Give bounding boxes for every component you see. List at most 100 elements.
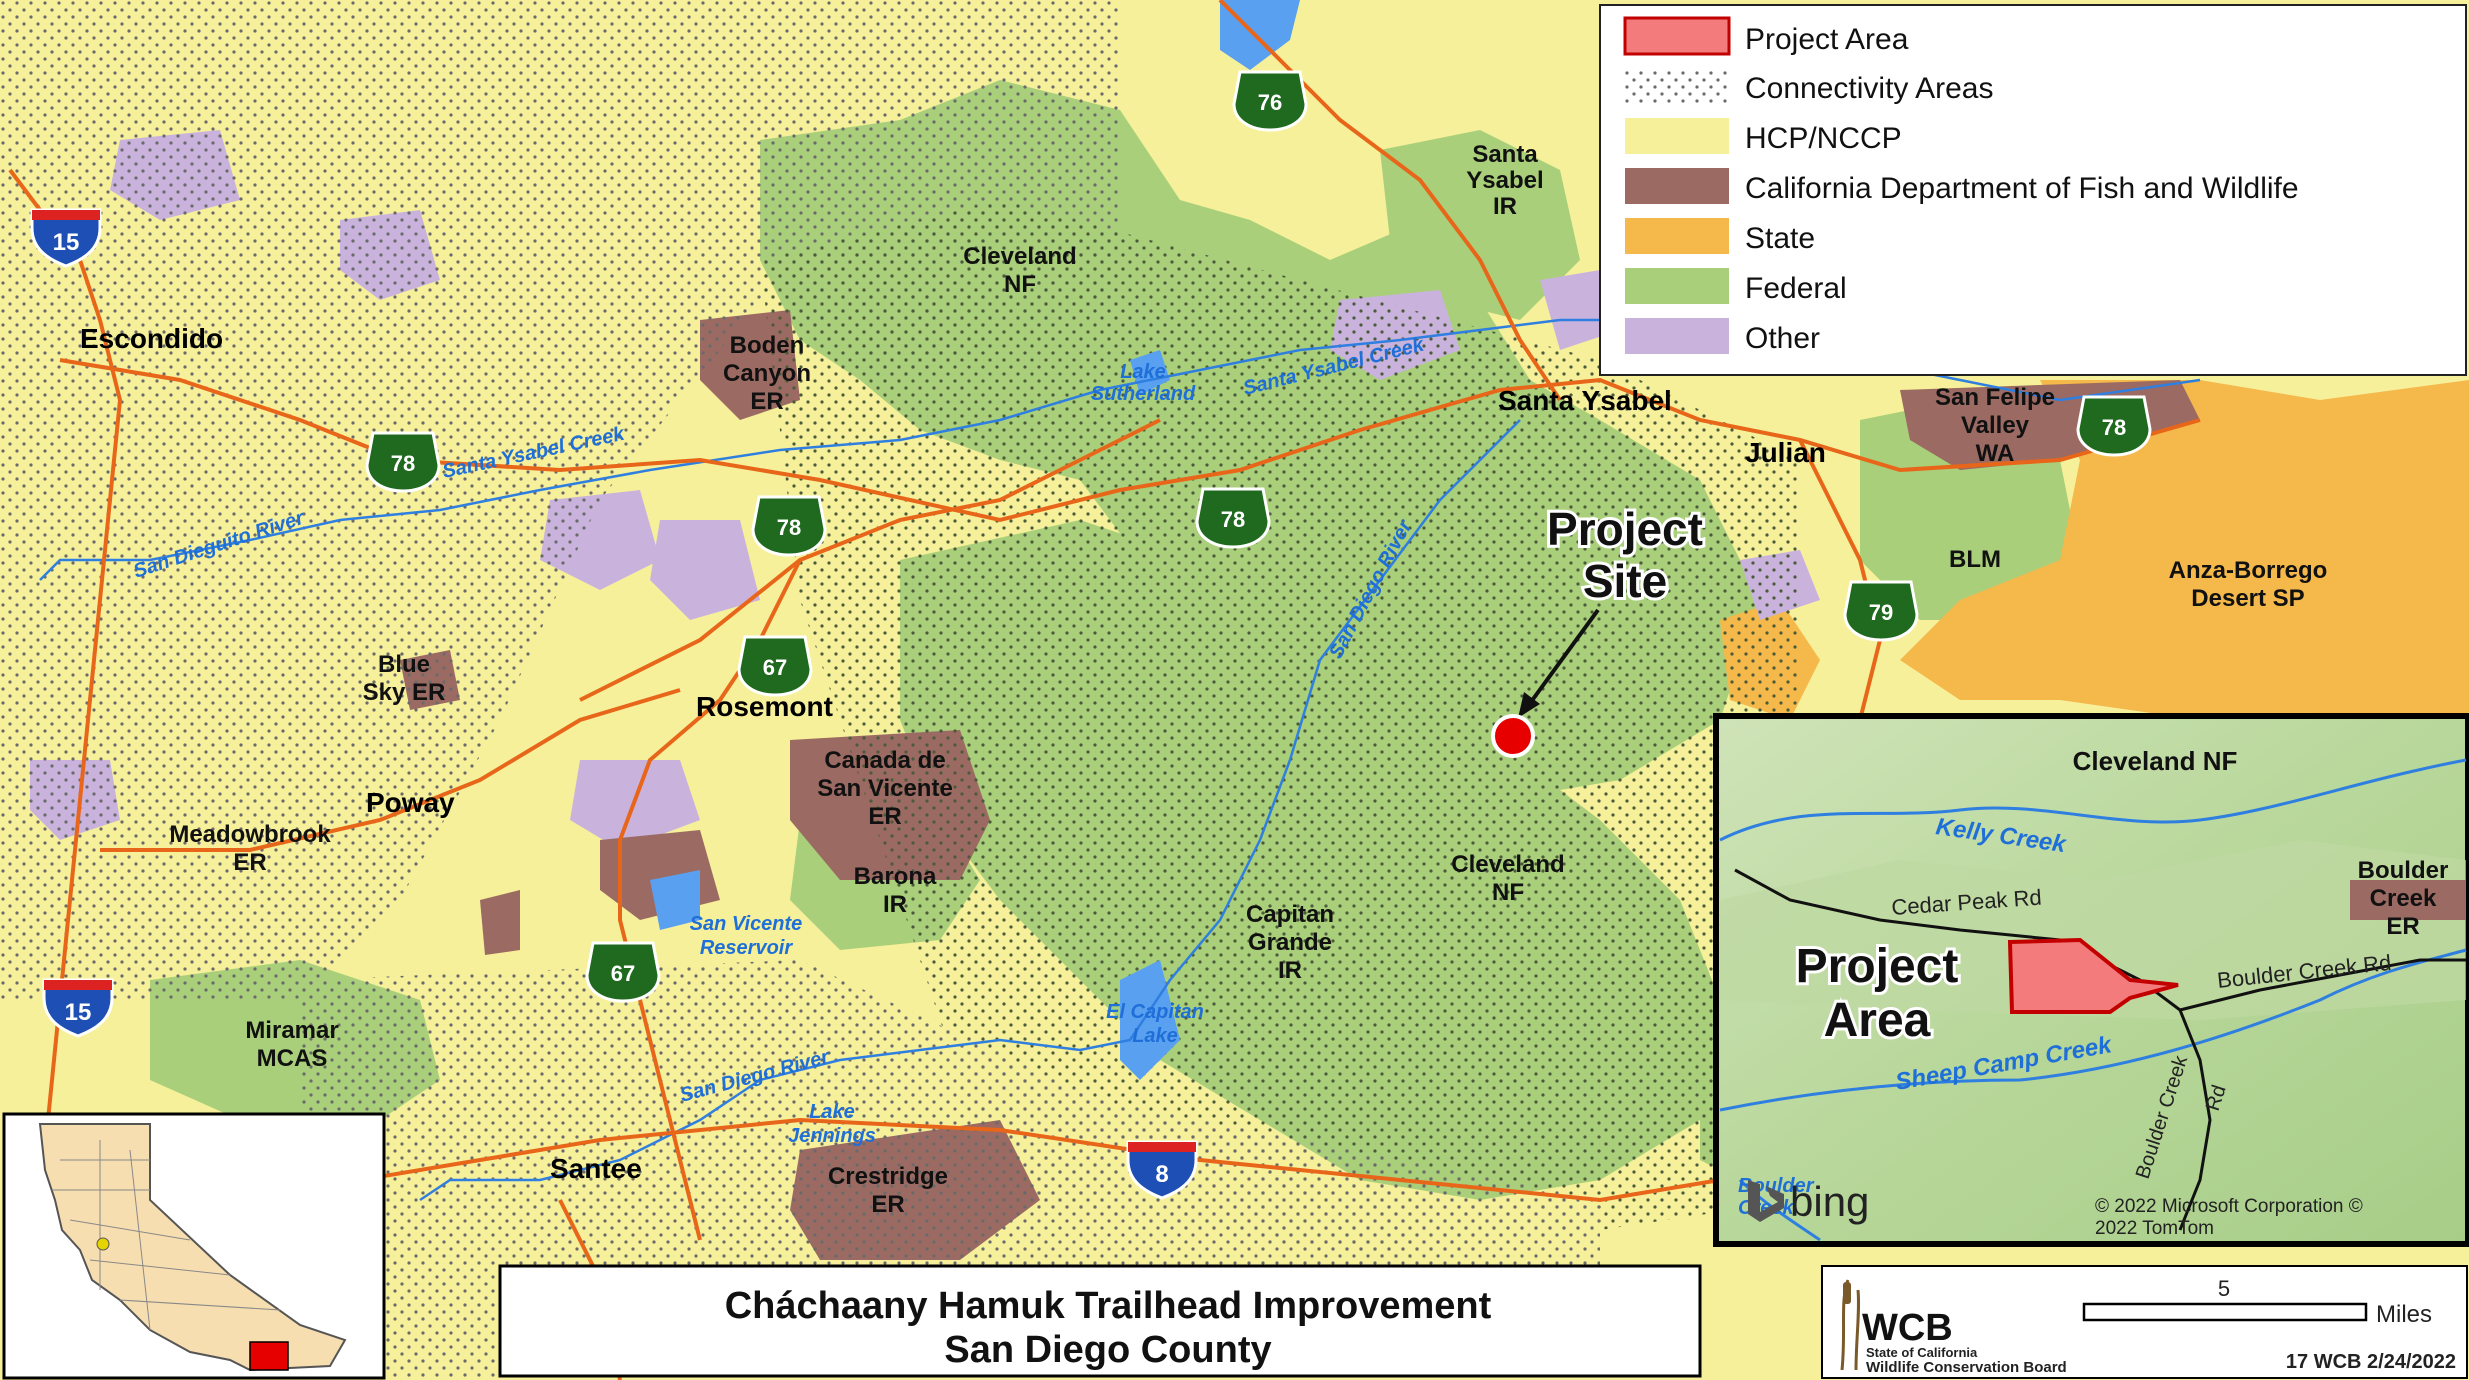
legend-label-other: Other (1745, 322, 1820, 355)
lake-sutherland-water (1130, 350, 1170, 395)
wcb-line1: State of California (1866, 1345, 1978, 1360)
legend-item-hcp: HCP/NCCP (1625, 118, 1902, 155)
shield-i15-top: 15 (30, 208, 102, 268)
bing-logo: bing (1748, 1178, 1869, 1225)
svg-text:78: 78 (391, 451, 415, 476)
locator-highlight (249, 1341, 289, 1371)
scale-bar-rect (2082, 1302, 2368, 1322)
label-blm: BLM (1949, 546, 2001, 573)
shield-i15-bottom: 15 (42, 978, 114, 1038)
legend-item-connectivity: Connectivity Areas (1625, 68, 1993, 105)
highway-shields: 15 15 8 76 78 78 78 78 (30, 70, 2152, 1200)
sr76-road (1218, 0, 1562, 402)
project-site-arrow (1526, 608, 1600, 708)
wcb-logo: WCB State of California Wildlife Conserv… (1840, 1279, 2067, 1376)
other-5 (650, 520, 760, 620)
svg-text:8: 8 (1155, 1161, 1168, 1188)
legend-item-other: Other (1625, 318, 1820, 355)
county-lines (52, 1140, 281, 1331)
svg-text:78: 78 (1221, 507, 1245, 532)
san-diego-river-line (419, 419, 1521, 1202)
legend-swatch-other (1625, 318, 1729, 354)
project-site-arrowhead (1518, 692, 1540, 718)
footer-box (1821, 1265, 2468, 1379)
san-vicente-water (650, 870, 700, 930)
legend: Project Area Connectivity Areas HCP/NCCP… (1599, 4, 2467, 376)
shield-sr78-c: 78 (1195, 487, 1271, 549)
california-outline-icon (38, 1123, 347, 1372)
locator-dot (96, 1237, 110, 1251)
shield-sr78-d: 78 (2076, 395, 2152, 457)
bing-wordmark: bing (1790, 1178, 1869, 1225)
legend-label-project-area: Project Area (1745, 23, 1909, 56)
label-santee: Santee (550, 1153, 642, 1184)
scale-unit: Miles (2376, 1301, 2432, 1328)
inset-boulder-creek-road-s (2178, 1009, 2212, 1231)
label-rosemont: Rosemont (696, 691, 833, 722)
svg-text:15: 15 (53, 229, 80, 256)
wcb-letters: WCB (1862, 1307, 1953, 1349)
scale-bar: 5 Miles (2082, 1276, 2432, 1328)
svg-text:67: 67 (611, 961, 635, 986)
legend-swatch-hcp (1625, 118, 1729, 154)
locator-map (2, 1112, 386, 1380)
legend-label-cdfw: California Department of Fish and Wildli… (1745, 172, 2299, 205)
shield-sr67-a: 67 (737, 635, 813, 697)
svg-text:15: 15 (65, 999, 92, 1026)
road-ramona (579, 418, 1161, 702)
state-anza-borrego (1900, 380, 2469, 720)
inset-kelly-creek (1719, 758, 2467, 842)
svg-text:76: 76 (1258, 90, 1282, 115)
label-escondido: Escondido (80, 323, 223, 354)
shield-sr79: 79 (1843, 580, 1919, 642)
legend-label-federal: Federal (1745, 272, 1847, 305)
cattail-head-icon (1843, 1282, 1851, 1304)
wcb-line2: Wildlife Conservation Board (1866, 1359, 2067, 1376)
cdfw-small (480, 890, 520, 955)
shield-sr78-b: 78 (751, 495, 827, 557)
federal-santa-ysabel-ir (1380, 130, 1580, 320)
el-capitan-water (1120, 960, 1180, 1080)
road-poway (100, 688, 681, 852)
shield-sr76: 76 (1232, 70, 1308, 132)
legend-swatch-connectivity-dots (1625, 68, 1729, 104)
inset-project-area-polygon (2007, 937, 2179, 1014)
inset-ridge-shade (1720, 840, 2466, 1020)
place-labels: Escondido Poway Rosemont Santee Santa Ys… (80, 323, 1826, 1184)
scale-value: 5 (2218, 1276, 2230, 1301)
legend-swatch-cdfw (1625, 168, 1729, 204)
label-poway: Poway (366, 787, 455, 818)
label-julian: Julian (1745, 437, 1826, 468)
legend-item-cdfw: California Department of Fish and Wildli… (1625, 168, 2299, 205)
shield-sr67-b: 67 (585, 941, 661, 1003)
connectivity-overlay-east (760, 200, 1800, 1260)
footer-block: WCB State of California Wildlife Conserv… (1821, 1265, 2468, 1379)
i8-road (299, 1117, 1721, 1203)
inset-cdfw-parcel (2350, 880, 2466, 920)
